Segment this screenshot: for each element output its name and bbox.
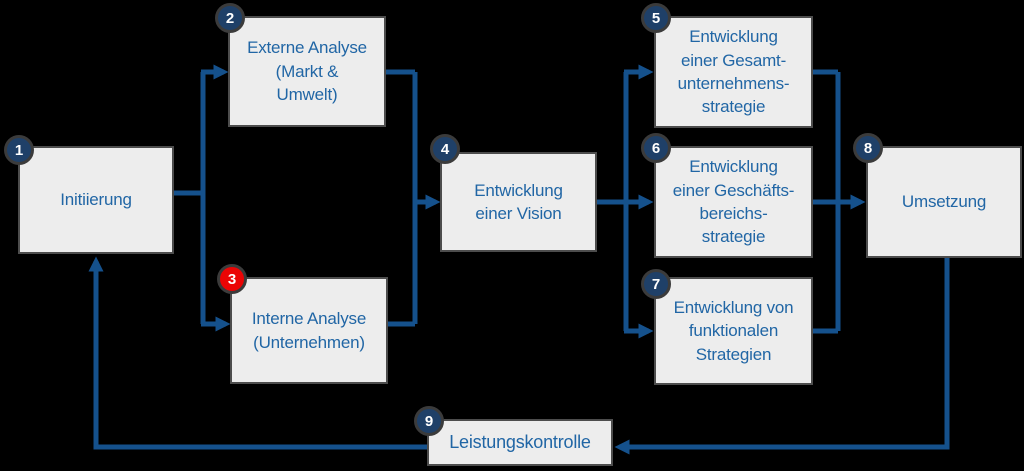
step-label: Entwicklung einer Gesamt- unternehmens- …: [677, 27, 790, 117]
step-umsetzung: 8 Umsetzung: [853, 133, 1022, 258]
arrow-9-into-1: [88, 256, 427, 450]
step-number-badge: 6: [641, 133, 671, 163]
step-geschaeftsbereichsstrategie: 6 Entwicklung einer Geschäfts- bereichs-…: [641, 133, 813, 258]
step-number-badge: 7: [641, 269, 671, 299]
wire-567-merge: [813, 69, 841, 334]
step-label: Entwicklung einer Vision: [474, 180, 563, 223]
step-label: Entwicklung von funktionalen Strategien: [673, 297, 794, 364]
step-number-badge: 8: [853, 133, 883, 163]
step-number-badge: 4: [430, 134, 460, 164]
step-number-badge: 3: [217, 264, 247, 294]
step-number-badge: 9: [414, 406, 444, 436]
step-label: Externe Analyse (Markt & Umwelt): [247, 38, 367, 105]
step-number-badge: 2: [215, 3, 245, 33]
step-initiierung: 1 Initiierung: [4, 135, 174, 254]
wire-23-merge: [386, 69, 418, 327]
step-leistungskontrolle: 9 Leistungskontrolle: [414, 406, 613, 466]
step-label: Leistungskontrolle: [449, 432, 591, 453]
step-label: Interne Analyse (Unternehmen): [251, 309, 367, 352]
step-label: Entwicklung einer Geschäfts- bereichs- s…: [672, 157, 795, 247]
step-label: Umsetzung: [901, 192, 987, 212]
step-interne-analyse: 3 Interne Analyse (Unternehmen): [217, 264, 388, 384]
wire-4-fork: [597, 72, 629, 331]
step-label: Initiierung: [60, 190, 132, 210]
step-number-badge: 5: [641, 3, 671, 33]
step-number-badge: 1: [4, 135, 34, 165]
wire-1-fork: [174, 72, 206, 324]
step-vision: 4 Entwicklung einer Vision: [430, 134, 597, 252]
arrow-8-into-9: [614, 258, 950, 455]
step-externe-analyse: 2 Externe Analyse (Markt & Umwelt): [215, 3, 386, 127]
step-gesamtunternehmensstrategie: 5 Entwicklung einer Gesamt- unternehmens…: [641, 3, 813, 128]
step-funktionale-strategien: 7 Entwicklung von funktionalen Strategie…: [641, 269, 813, 385]
